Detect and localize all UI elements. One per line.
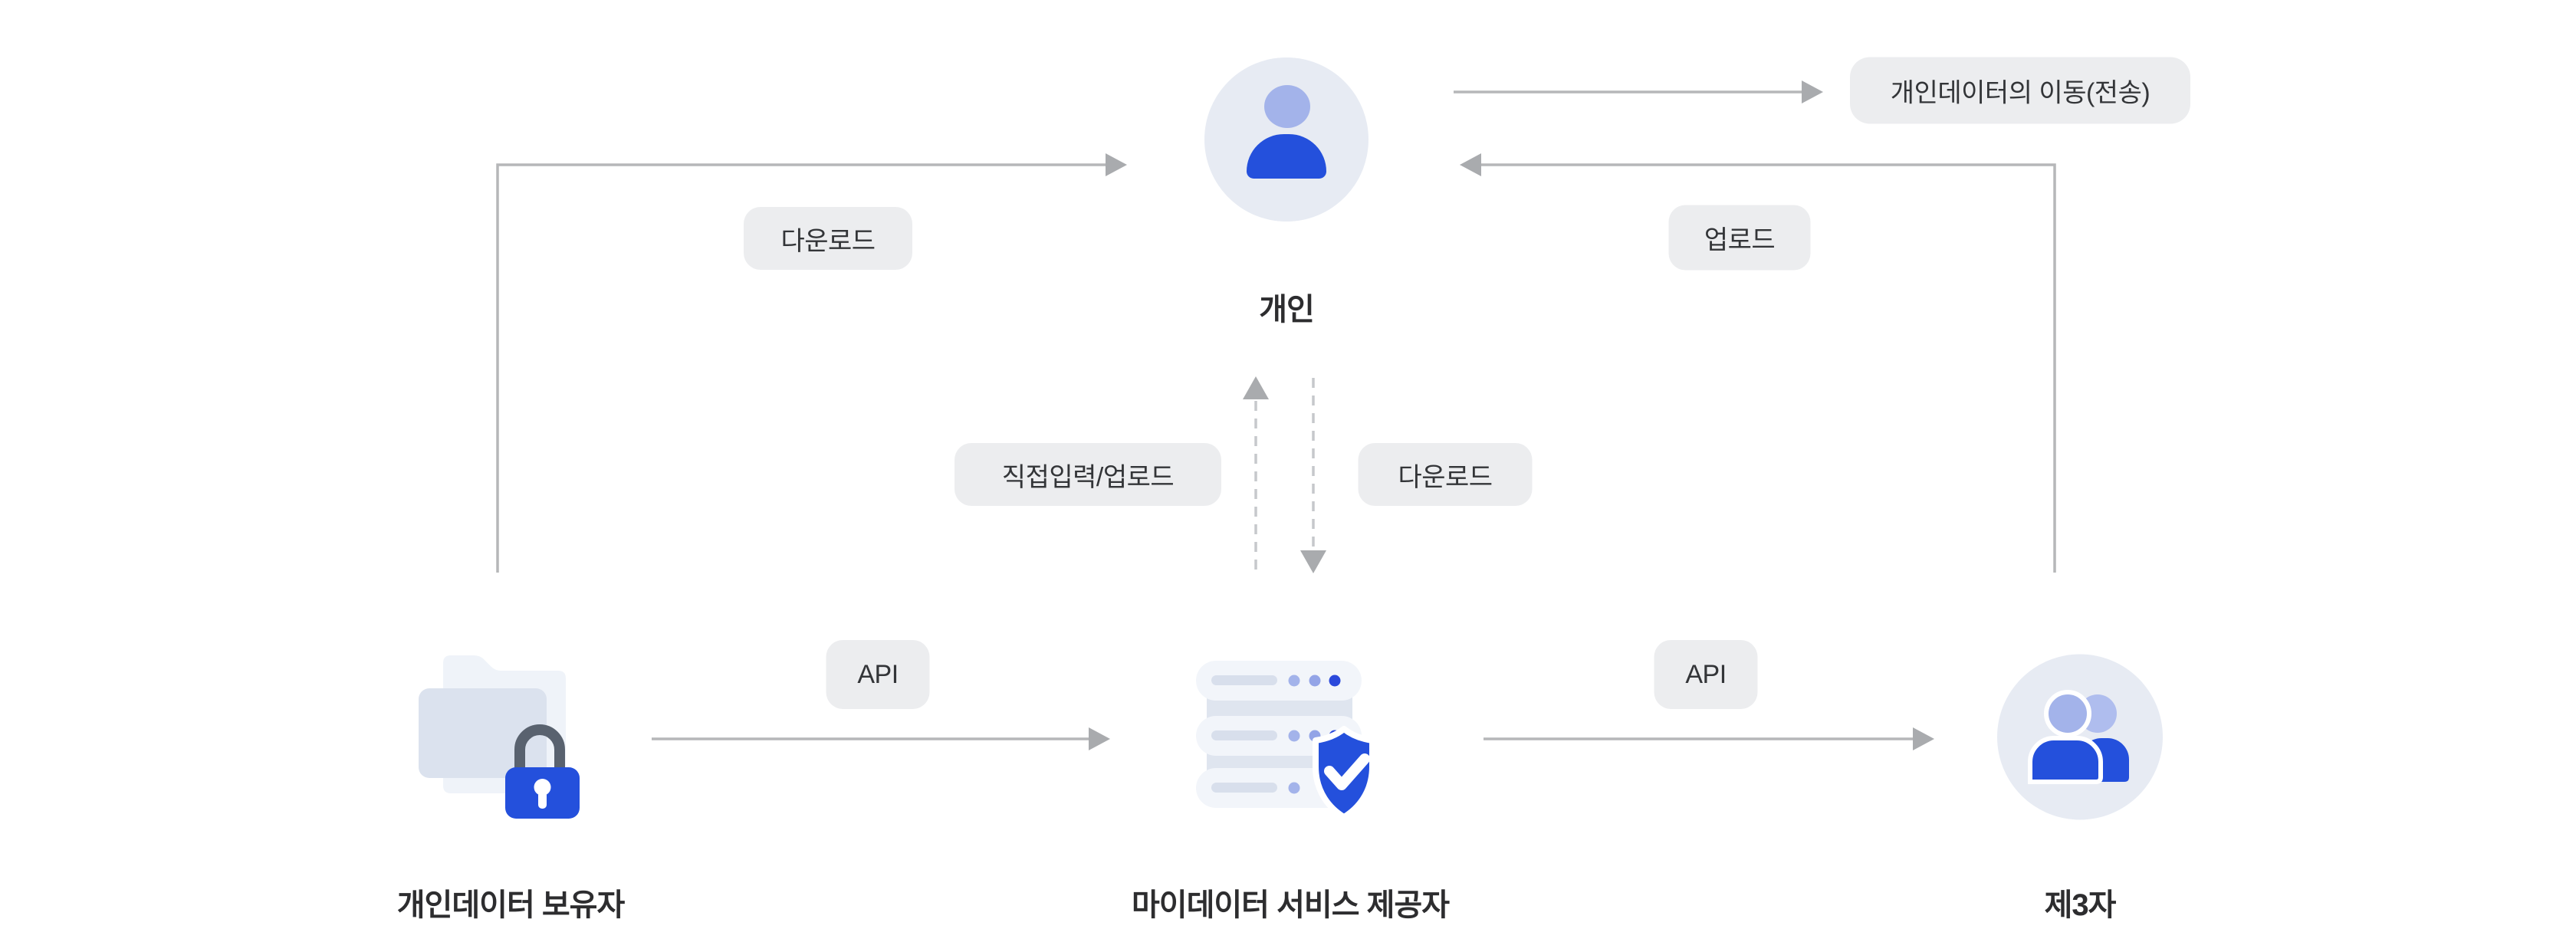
upload-pill: 업로드 bbox=[1668, 205, 1811, 271]
people-icon bbox=[1997, 654, 2163, 820]
arrow-holder-to-individual bbox=[496, 163, 1106, 573]
holder-label: 개인데이터 보유자 bbox=[396, 888, 626, 922]
transfer-pill: 개인데이터의 이동(전송) bbox=[1850, 57, 2190, 124]
api-right-pill: API bbox=[1654, 640, 1758, 709]
person-icon bbox=[1204, 57, 1368, 222]
keyhole-stem-icon bbox=[538, 791, 547, 809]
third-party-label: 제3자 bbox=[2044, 888, 2117, 922]
arrowhead-down-icon bbox=[1300, 550, 1326, 573]
arrowhead-right-icon bbox=[1089, 727, 1110, 750]
direct-input-upload-pill: 직접입력/업로드 bbox=[955, 443, 1221, 506]
arrowhead-up-icon bbox=[1243, 376, 1269, 399]
arrowhead-left-icon bbox=[1460, 153, 1481, 176]
person-body-icon bbox=[1247, 134, 1326, 179]
lock-shackle-icon bbox=[514, 724, 565, 770]
arrowhead-right-icon bbox=[1913, 727, 1934, 750]
shield-icon bbox=[1313, 726, 1375, 820]
front-person-head-icon bbox=[2044, 690, 2091, 737]
check-icon bbox=[1324, 753, 1370, 790]
front-person-body-icon bbox=[2028, 736, 2103, 784]
server-shield-icon bbox=[1196, 661, 1375, 820]
download-from-provider-pill: 다운로드 bbox=[1358, 443, 1533, 506]
arrowhead-right-icon bbox=[1106, 153, 1127, 176]
folder-lock-icon bbox=[419, 655, 580, 819]
individual-label: 개인 bbox=[1259, 293, 1315, 327]
server-row-icon bbox=[1196, 661, 1362, 701]
arrow-thirdparty-to-individual bbox=[1481, 163, 2056, 573]
arrowhead-right-icon bbox=[1802, 80, 1823, 103]
provider-label: 마이데이터 서비스 제공자 bbox=[1131, 888, 1450, 922]
download-from-holder-pill: 다운로드 bbox=[744, 207, 912, 270]
api-left-pill: API bbox=[826, 640, 930, 709]
person-head-icon bbox=[1264, 85, 1310, 128]
keyhole-icon bbox=[534, 779, 551, 796]
